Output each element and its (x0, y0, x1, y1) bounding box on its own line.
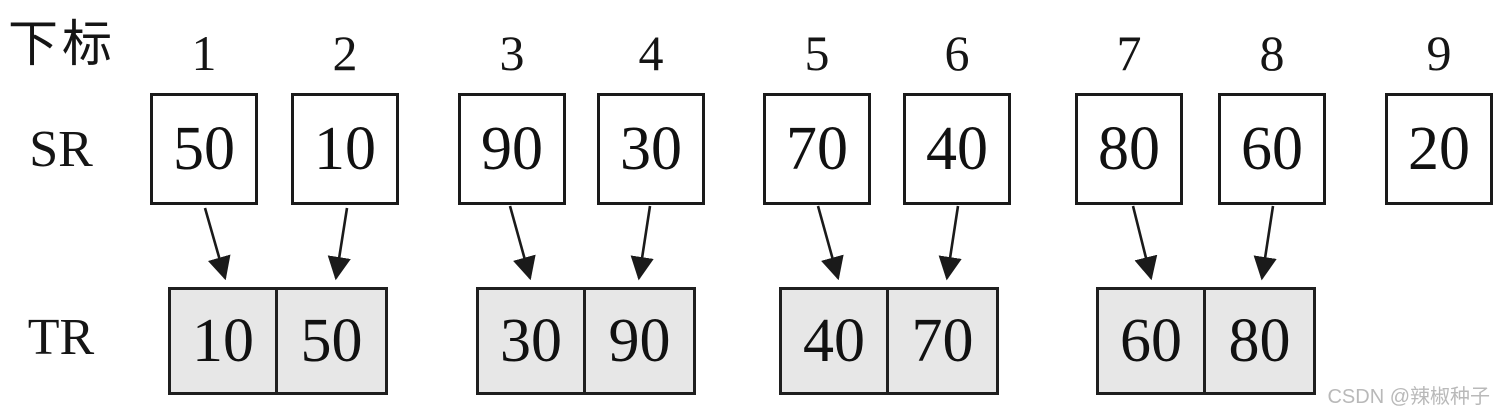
sr-box-1: 50 (150, 93, 258, 205)
arrow-sr6-tr6 (938, 205, 962, 281)
tr-cell: 40 (779, 287, 889, 395)
index-label-8: 8 (1259, 25, 1285, 81)
tr-cell: 90 (586, 287, 696, 395)
sr-box-4: 30 (597, 93, 705, 205)
tr-cell: 30 (476, 287, 586, 395)
index-label-4: 4 (638, 25, 664, 81)
sr-box-8: 60 (1218, 93, 1326, 205)
index-label-7: 7 (1116, 25, 1142, 81)
index-label-6: 6 (944, 25, 970, 81)
tr-pair-1: 10 50 (168, 287, 388, 395)
tr-pair-2: 30 90 (476, 287, 696, 395)
tr-cell: 10 (168, 287, 278, 395)
source-array-label: SR (29, 121, 93, 178)
index-label-2: 2 (332, 25, 358, 81)
arrow-sr4-tr4 (630, 205, 654, 281)
index-label-9: 9 (1426, 25, 1452, 81)
arrow-sr2-tr2 (327, 207, 351, 281)
tr-cell: 60 (1096, 287, 1206, 395)
arrow-sr7-tr7 (1131, 205, 1158, 281)
sr-box-3: 90 (458, 93, 566, 205)
tr-pair-3: 40 70 (779, 287, 999, 395)
index-label-1: 1 (191, 25, 217, 81)
index-row-title: 下标 (8, 16, 116, 72)
sr-box-9: 20 (1385, 93, 1493, 205)
sr-box-7: 80 (1075, 93, 1183, 205)
arrow-sr3-tr3 (508, 205, 536, 281)
sr-box-2: 10 (291, 93, 399, 205)
sr-box-5: 70 (763, 93, 871, 205)
arrow-sr8-tr8 (1253, 205, 1277, 281)
sr-box-6: 40 (903, 93, 1011, 205)
tr-pair-4: 60 80 (1096, 287, 1316, 395)
csdn-watermark: CSDN @辣椒种子 (1327, 386, 1490, 408)
target-array-label: TR (27, 309, 95, 366)
index-label-3: 3 (499, 25, 525, 81)
arrow-sr5-tr5 (816, 205, 844, 281)
tr-cell: 50 (278, 287, 388, 395)
tr-cell: 80 (1206, 287, 1316, 395)
arrow-sr1-tr1 (203, 207, 231, 281)
tr-cell: 70 (889, 287, 999, 395)
index-label-5: 5 (804, 25, 830, 81)
